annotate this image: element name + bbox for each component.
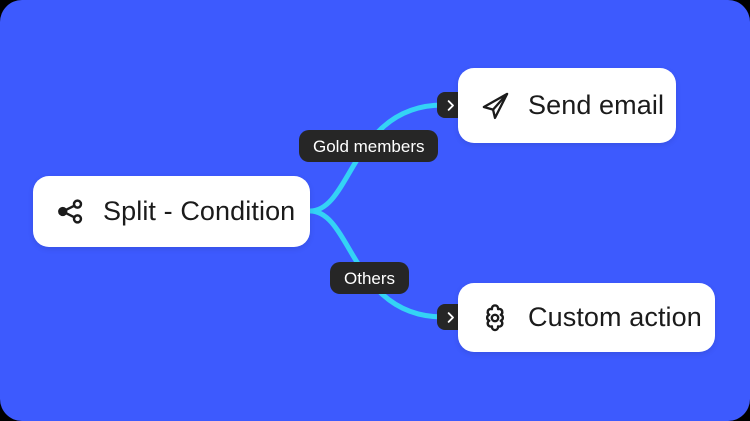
branch-label-others[interactable]: Others bbox=[330, 262, 410, 294]
node-custom-action[interactable]: Custom action bbox=[458, 283, 715, 352]
paper-plane-icon bbox=[478, 89, 512, 123]
node-send-email-label: Send email bbox=[528, 90, 665, 120]
node-send-email[interactable]: Send email bbox=[458, 68, 676, 143]
share-split-icon bbox=[53, 195, 87, 229]
branch-label-gold-members[interactable]: Gold members bbox=[299, 130, 439, 162]
node-custom-action-label: Custom action bbox=[528, 302, 702, 332]
node-split-condition-label: Split - Condition bbox=[103, 196, 296, 226]
gear-icon bbox=[478, 301, 512, 335]
node-split-condition[interactable]: Split - Condition bbox=[33, 176, 310, 247]
